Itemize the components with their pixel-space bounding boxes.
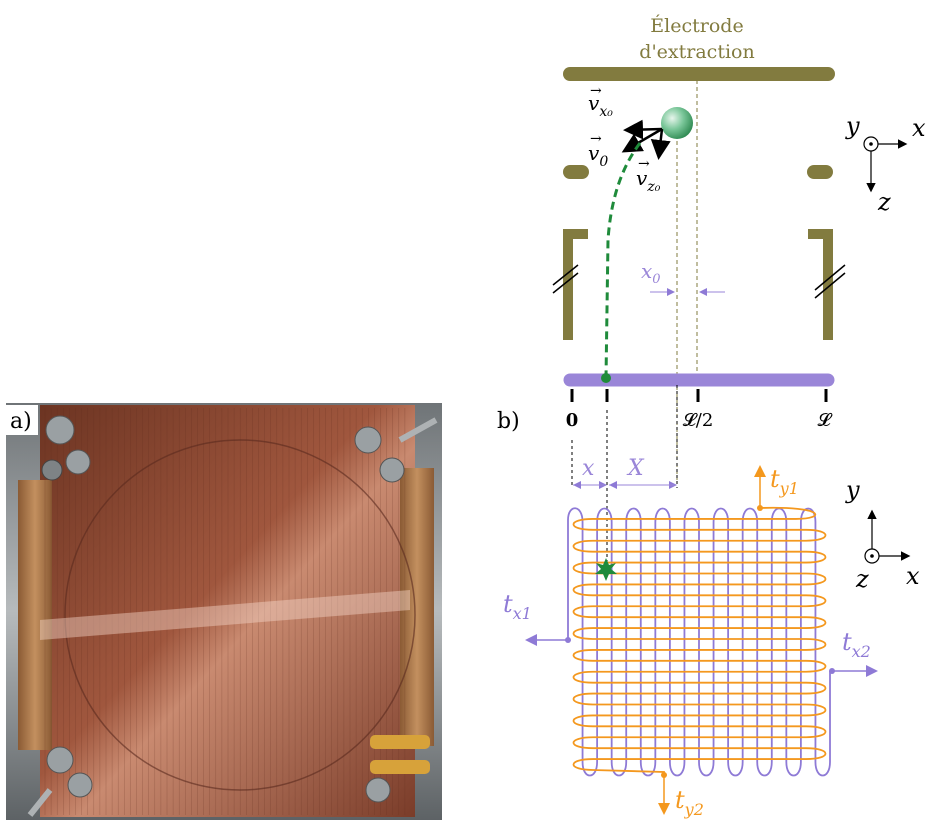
- y-delay-line-wire: [572, 506, 827, 775]
- tick-label-half: 𝓛/2: [683, 410, 714, 431]
- axis-top-y: y: [845, 112, 860, 140]
- ty2-label: ty2: [675, 786, 704, 819]
- x-small-label: x: [582, 456, 595, 481]
- v0-arrow: [621, 127, 663, 153]
- delay-line-grid: [567, 506, 831, 777]
- photo-wafer-outline: [64, 439, 416, 791]
- photo-highlight: [40, 590, 410, 640]
- photo-connectors-bottom-right: [365, 735, 430, 803]
- photo-screws-top-left: [41, 415, 91, 481]
- ty1-label: ty1: [770, 465, 799, 498]
- v0-vector-mark: →: [590, 131, 602, 147]
- detector-ticks: [570, 389, 828, 402]
- impact-point: [601, 373, 611, 383]
- tick-label-full: 𝓛: [817, 410, 832, 431]
- x-big-label: X: [626, 456, 645, 481]
- panel-a-label: a): [10, 409, 32, 434]
- left-wall-electrode: [563, 229, 588, 340]
- vx0-vector-mark: →: [590, 83, 602, 99]
- panel-a-label-box: [6, 405, 38, 435]
- right-wall-electrode: [808, 229, 833, 340]
- ion-sphere: [661, 107, 693, 139]
- photo-left-strip: [18, 480, 52, 750]
- tx2-dot: [829, 668, 835, 674]
- right-break-mark: [814, 264, 846, 299]
- x0-label: x0: [641, 259, 661, 287]
- electrode-title-line2: d'extraction: [639, 41, 754, 63]
- ion-trajectory: [604, 142, 642, 379]
- axes-triad-top: y x z: [845, 112, 926, 216]
- axis-bottom-x: x: [906, 562, 920, 590]
- left-break-mark: [552, 264, 579, 294]
- axes-triad-bottom: y x z: [845, 476, 920, 593]
- vz0-vector-mark: →: [638, 156, 650, 172]
- tx2-label: tx2: [842, 628, 871, 661]
- ty1-dot: [757, 505, 763, 511]
- impact-star: [595, 558, 617, 581]
- photo-right-strip: [400, 468, 434, 746]
- electrode-title-line1: Électrode: [650, 14, 743, 37]
- tx1-label: tx1: [503, 590, 532, 623]
- axis-bottom-z: z: [855, 565, 869, 593]
- photo-screws-bottom-left: [27, 746, 93, 817]
- tx1-dot: [565, 637, 571, 643]
- photo-panel: a): [6, 403, 442, 820]
- axis-top-x: x: [912, 114, 926, 142]
- vz0-arrow: [650, 128, 671, 160]
- panel-b-label: b): [497, 409, 520, 434]
- tick-label-zero: 0: [566, 410, 579, 431]
- ty2-dot: [661, 772, 667, 778]
- schematic-panel: Électrode d'extraction vx₀ → v0 →: [497, 14, 926, 819]
- axis-bottom-y: y: [845, 476, 860, 504]
- vx0-arrow: [623, 119, 663, 140]
- axis-top-z: z: [877, 188, 891, 216]
- photo-screws-top-right: [354, 417, 438, 483]
